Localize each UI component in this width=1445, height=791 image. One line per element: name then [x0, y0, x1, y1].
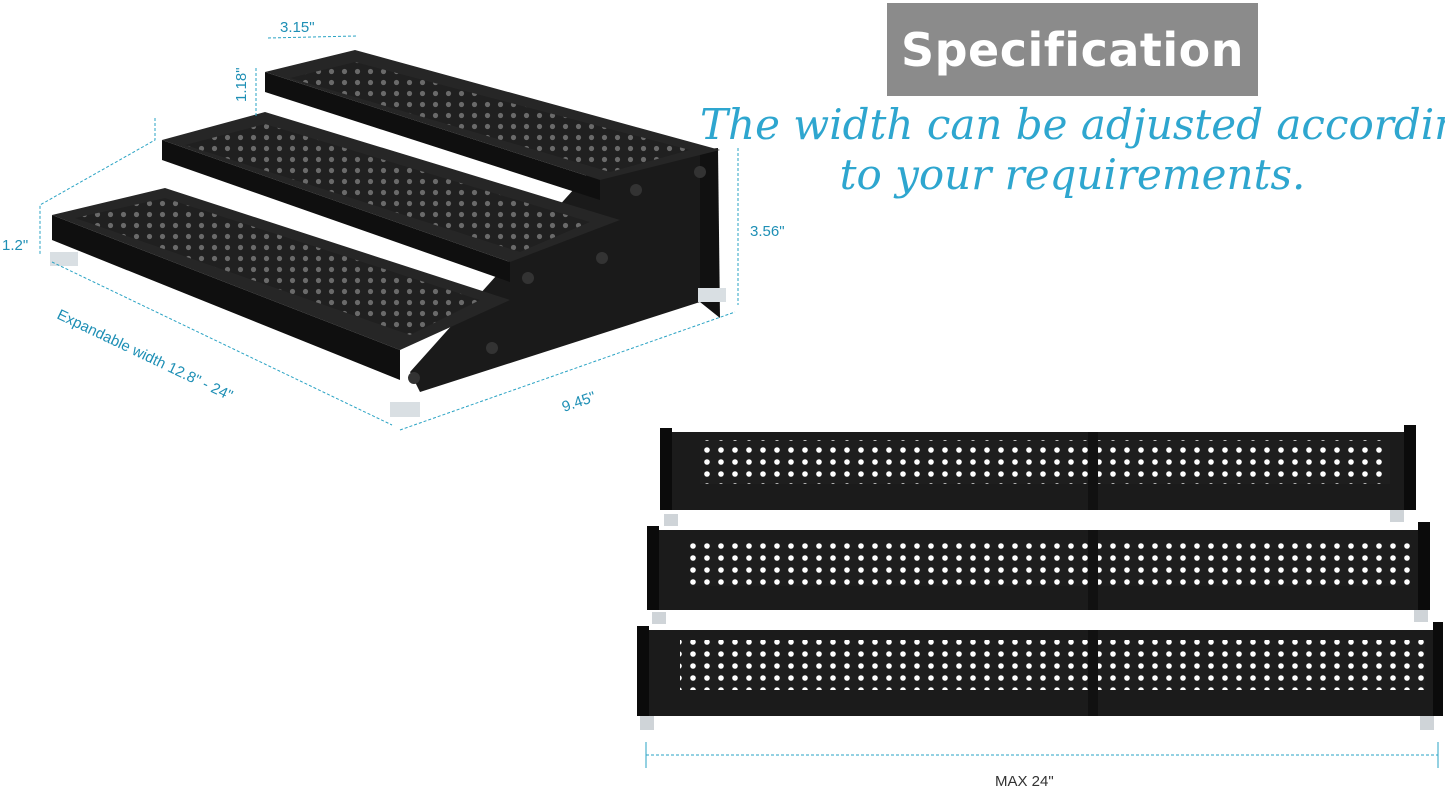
- front-view-rack: [637, 425, 1443, 730]
- label-expandable-width: Expandable width 12.8" - 24": [54, 306, 235, 404]
- tagline-line-2: to your requirements.: [839, 150, 1306, 199]
- banner-title: Specification: [901, 22, 1244, 77]
- dimension-lines: [39, 35, 739, 431]
- label-front-height: 1.2": [2, 237, 28, 254]
- max-width-dimension-line: [645, 742, 1439, 768]
- tagline-line-1: The width can be adjusted according: [700, 100, 1445, 149]
- isometric-rack: [50, 50, 726, 417]
- specification-banner: Specification: [887, 3, 1258, 96]
- label-step-height: 1.18": [233, 67, 250, 102]
- label-max-width: MAX 24": [995, 773, 1054, 790]
- label-depth: 9.45": [560, 388, 598, 415]
- tagline: The width can be adjusted according to y…: [700, 100, 1445, 200]
- label-total-height: 3.56": [750, 223, 785, 240]
- label-top-depth: 3.15": [280, 19, 315, 36]
